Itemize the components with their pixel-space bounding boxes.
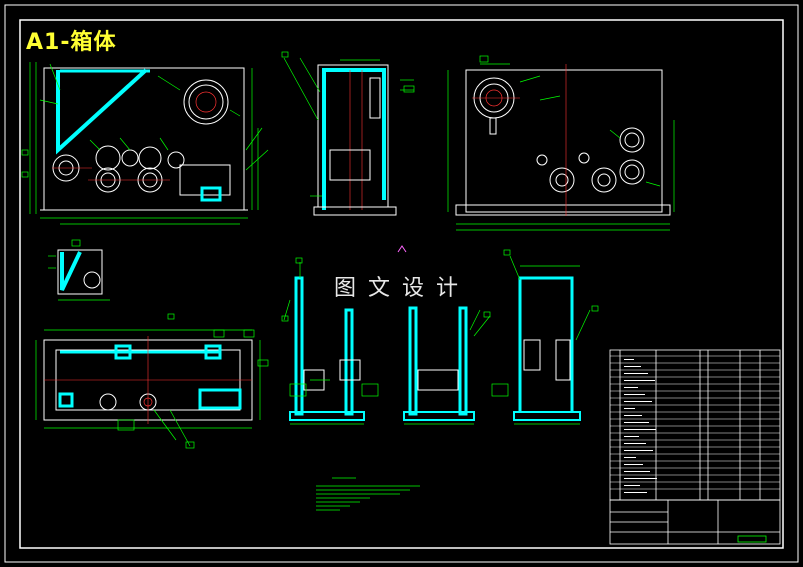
section-views — [289, 276, 581, 421]
plan-view-dimensions — [35, 313, 269, 449]
plan-view — [43, 336, 253, 424]
rear-view — [455, 64, 671, 216]
front-view — [40, 67, 248, 211]
center-mark — [397, 245, 407, 253]
detail-view — [48, 239, 110, 301]
drawing-title: A1-箱体 — [26, 30, 117, 55]
parts-list — [609, 349, 781, 501]
parts-list-rows — [610, 355, 780, 493]
rear-view-dimensions — [447, 55, 675, 231]
side-view — [313, 64, 397, 216]
front-view-dimensions — [21, 62, 269, 225]
side-view-dimensions — [281, 51, 415, 197]
technical-notes — [316, 477, 420, 511]
watermark-text: 图文设计 — [334, 276, 471, 301]
outer-border — [4, 4, 799, 563]
section-views-dimensions — [281, 249, 599, 425]
inner-border — [19, 19, 784, 549]
title-block — [609, 499, 781, 545]
